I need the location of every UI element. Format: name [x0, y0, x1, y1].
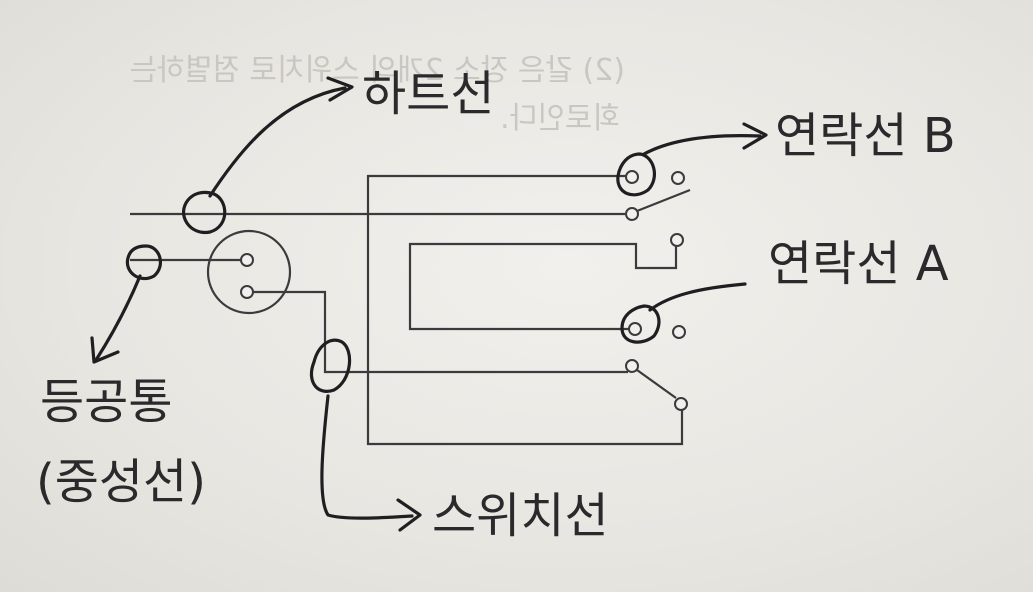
lamp-terminal-bottom — [240, 285, 254, 299]
switch1-terminal-a — [670, 233, 684, 247]
switch1-terminal-b2 — [671, 171, 685, 185]
switch2-blade — [636, 369, 677, 399]
label-traveler-a: 연락선 A — [768, 236, 949, 292]
neutral-arrowhead — [90, 336, 120, 364]
traveler-b-loop — [366, 174, 684, 446]
hot-wire-arrowhead — [326, 76, 354, 102]
traveler-a-loop-mark — [620, 304, 661, 344]
switch1-terminal-b — [625, 170, 639, 184]
traveler-a-loop — [408, 240, 678, 331]
label-traveler-b: 연락선 B — [775, 108, 956, 164]
ghost-text-line2: 회로인다. — [500, 101, 620, 136]
lamp-terminal-top — [240, 253, 254, 267]
switch-wire-leader — [320, 394, 414, 520]
lamp-circle — [206, 229, 292, 315]
hot-wire-leader — [208, 86, 347, 198]
traveler-a-leader — [648, 282, 747, 312]
switch1-blade — [636, 188, 691, 213]
label-neutral-line1: 등공통 — [40, 374, 172, 430]
label-switch-wire: 스위치선 — [432, 488, 609, 544]
neutral-leader — [94, 274, 142, 362]
switch2-common-terminal — [625, 359, 639, 373]
switch2-terminal-b — [674, 397, 688, 411]
label-neutral-line2: (중성선) — [36, 454, 206, 510]
switch2-terminal-a2 — [672, 325, 686, 339]
switch-wire-arrowhead — [396, 498, 422, 532]
switch2-terminal-a — [628, 322, 642, 336]
ghost-text-line1: (2) 같은 장소 2개의 스위치로 점멸하는 — [129, 53, 625, 88]
neutral-loop — [125, 244, 163, 281]
traveler-b-loop-mark — [616, 152, 657, 197]
hot-wire-loop — [182, 190, 227, 235]
switch1-common-terminal — [625, 207, 639, 221]
switch-wire-loop — [309, 338, 352, 393]
label-hot-wire: 하트선 — [362, 66, 494, 122]
traveler-b-leader — [642, 134, 762, 156]
switch-wire-line — [253, 290, 628, 374]
traveler-b-arrowhead — [742, 122, 768, 150]
